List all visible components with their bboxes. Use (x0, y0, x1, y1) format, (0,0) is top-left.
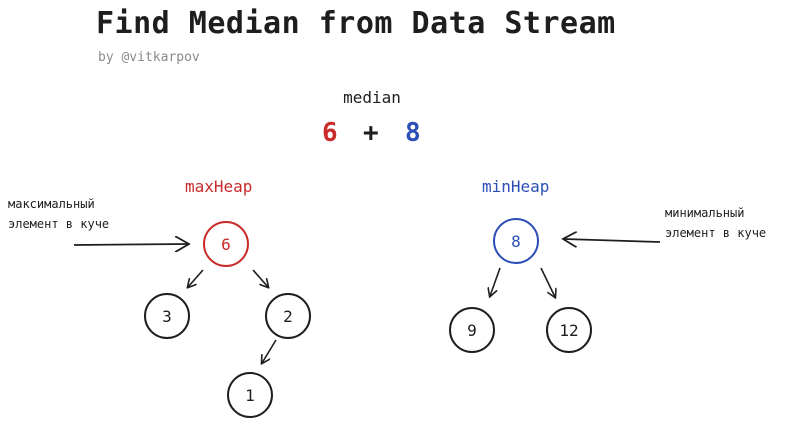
median-operator: + (363, 118, 379, 148)
min-heap-node: 12 (546, 307, 592, 353)
max-heap-root-node: 6 (203, 221, 249, 267)
diagram-title: Find Median from Data Stream (96, 6, 616, 41)
max-heap-node: 3 (144, 293, 190, 339)
min-heap-note-line1: минимальный (665, 206, 745, 220)
min-heap-root-node: 8 (493, 218, 539, 264)
median-label: median (343, 88, 401, 107)
author-credit: by @vitkarpov (98, 50, 200, 65)
max-pointer-arrow (73, 244, 188, 245)
edge-6-3 (188, 269, 204, 287)
median-left-value: 6 (322, 118, 338, 148)
max-heap-note: максимальный элемент в куче (8, 194, 109, 234)
edge-8-12 (540, 267, 555, 297)
min-pointer-arrow (564, 239, 661, 242)
edge-6-2 (252, 269, 268, 287)
min-heap-title: minHeap (482, 177, 550, 196)
max-heap-title: maxHeap (185, 177, 253, 196)
min-heap-node: 9 (449, 307, 495, 353)
max-heap-note-line2: элемент в куче (8, 217, 110, 231)
max-heap-node: 1 (227, 372, 273, 418)
edge-2-1 (262, 339, 277, 363)
min-heap-note-line2: элемент в куче (665, 226, 767, 240)
median-right-value: 8 (405, 118, 421, 148)
min-heap-note: минимальный элемент в куче (665, 203, 766, 243)
max-heap-node: 2 (265, 293, 311, 339)
max-heap-note-line1: максимальный (8, 197, 95, 211)
edge-8-9 (490, 267, 501, 296)
